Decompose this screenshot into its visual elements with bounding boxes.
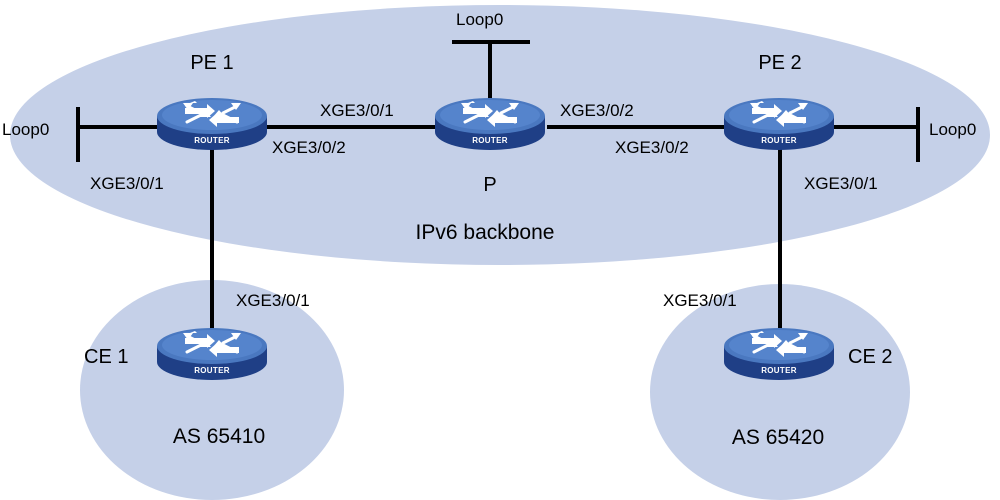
region-label-as65420: AS 65420 — [732, 426, 824, 449]
iface-pe2-to-p: XGE3/0/2 — [615, 138, 689, 157]
iface-p-to-pe1: XGE3/0/1 — [320, 101, 394, 120]
router-badge: ROUTER — [472, 136, 508, 145]
iface-p-to-pe2: XGE3/0/2 — [560, 101, 634, 120]
node-label-pe1: PE 1 — [190, 52, 233, 74]
router-ce1[interactable]: ROUTER — [155, 326, 269, 382]
iface-p-loop0: Loop0 — [456, 10, 503, 29]
router-pe2[interactable]: ROUTER — [722, 96, 836, 152]
node-label-pe2: PE 2 — [758, 52, 801, 74]
iface-ce2-to-pe2: XGE3/0/1 — [663, 291, 737, 310]
node-label-ce1: CE 1 — [84, 346, 128, 368]
router-badge: ROUTER — [761, 366, 797, 375]
node-label-p: P — [483, 174, 496, 196]
links — [76, 40, 920, 335]
iface-pe1-to-p: XGE3/0/2 — [272, 138, 346, 157]
iface-pe1-loop0: Loop0 — [2, 120, 49, 139]
router-badge: ROUTER — [194, 366, 230, 375]
as65420-region — [650, 284, 910, 500]
iface-pe2-loop0: Loop0 — [929, 120, 976, 139]
region-label-as65410: AS 65410 — [173, 425, 265, 448]
router-p[interactable]: ROUTER — [433, 96, 547, 152]
router-badge: ROUTER — [761, 136, 797, 145]
iface-pe1-to-ce1: XGE3/0/1 — [90, 174, 164, 193]
router-badge: ROUTER — [194, 136, 230, 145]
iface-pe2-to-ce2: XGE3/0/1 — [804, 174, 878, 193]
iface-ce1-to-pe1: XGE3/0/1 — [236, 291, 310, 310]
as65410-region — [80, 280, 344, 500]
router-pe1[interactable]: ROUTER — [155, 96, 269, 152]
region-label-backbone: IPv6 backbone — [416, 221, 555, 244]
node-label-ce2: CE 2 — [848, 346, 892, 368]
router-ce2[interactable]: ROUTER — [722, 326, 836, 382]
